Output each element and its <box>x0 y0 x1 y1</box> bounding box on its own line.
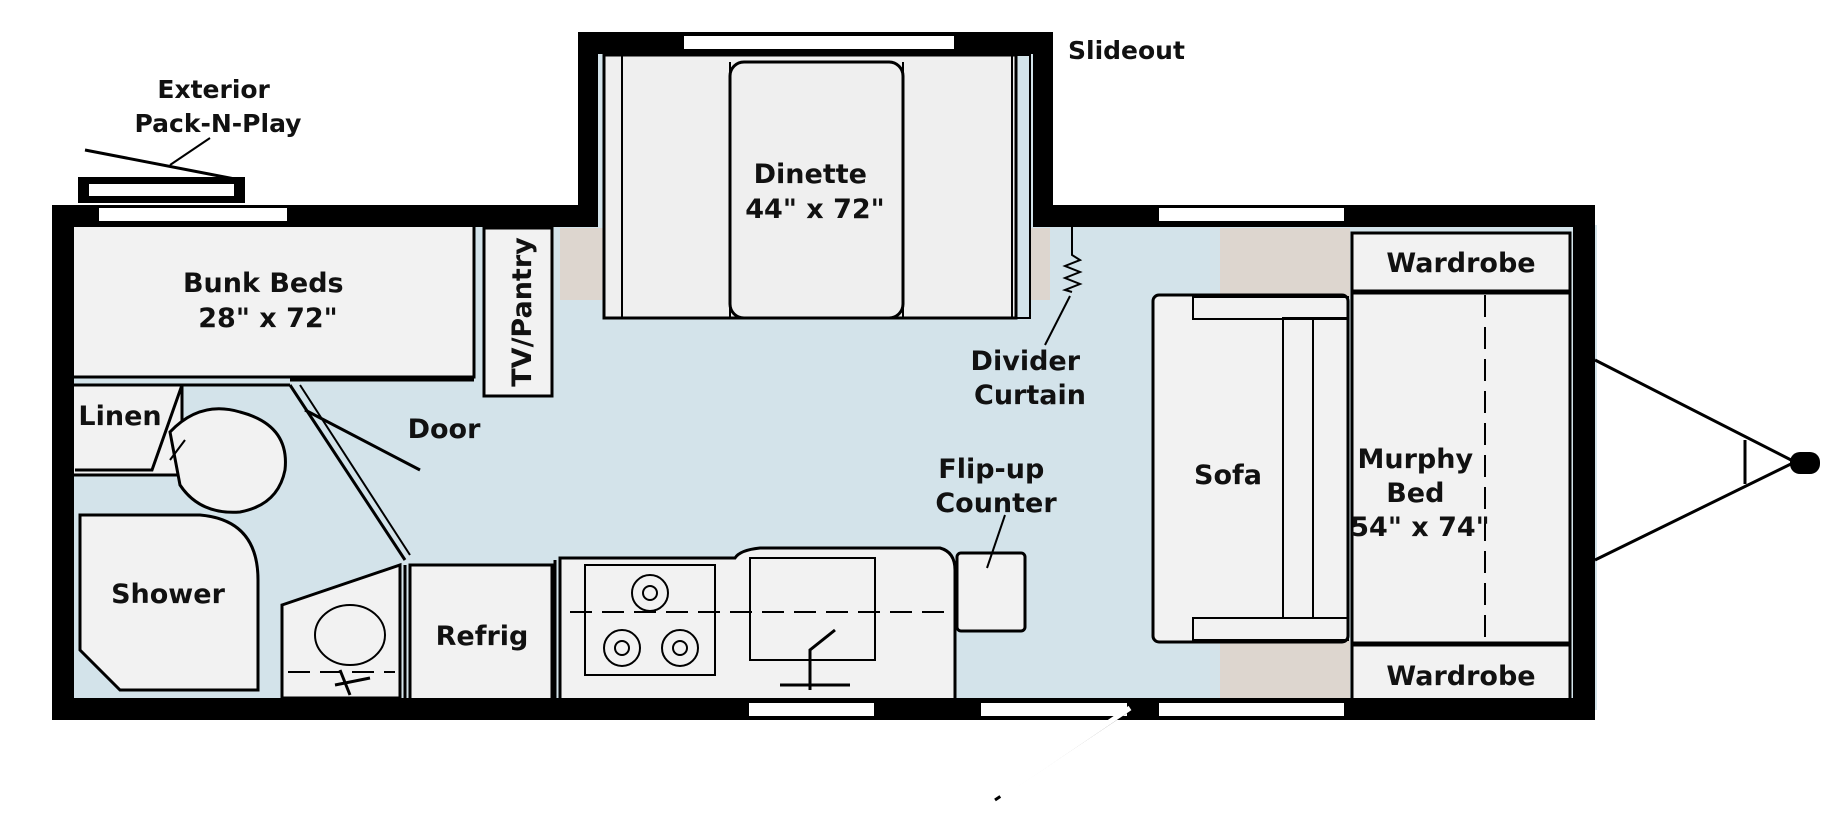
toilet <box>168 407 287 514</box>
tv-pantry-cabinet <box>482 226 554 398</box>
burner-icon <box>642 585 658 601</box>
burner-icon <box>614 640 630 656</box>
linen-label: Linen <box>78 401 161 432</box>
bathroom-sink <box>280 562 402 700</box>
hitch-tongue <box>1594 358 1820 562</box>
dinette-label: Dinette 44" x 72" <box>745 159 885 225</box>
entry-door <box>994 704 1136 802</box>
exterior-pack-n-play-hatch <box>78 148 245 203</box>
wardrobe-bottom <box>1350 643 1572 705</box>
pack-n-play-leader <box>169 137 211 166</box>
tv-pantry-label: TV/Pantry <box>507 237 538 387</box>
burner-icon <box>672 640 688 656</box>
exterior-pack-n-play-label: Exterior Pack-N-Play <box>135 75 302 138</box>
flip-up-counter-label: Flip-up Counter <box>935 454 1057 519</box>
kitchen-sink <box>749 557 876 661</box>
windows <box>97 34 1346 718</box>
flip-up-counter-leader <box>986 514 1006 569</box>
divider-curtain-label: Divider Curtain <box>971 346 1090 411</box>
door-label: Door <box>408 414 482 445</box>
flip-up-counter <box>955 551 1027 633</box>
wardrobe-top-label: Wardrobe <box>1386 248 1535 279</box>
bathroom-walls <box>75 378 557 705</box>
sofa-label: Sofa <box>1194 460 1262 491</box>
bathroom-door <box>304 408 421 472</box>
refrigerator <box>408 563 554 704</box>
burner-icon <box>661 629 699 667</box>
murphy-bed <box>1350 291 1572 645</box>
cabinets-tan <box>560 228 1350 708</box>
wardrobe-bottom-label: Wardrobe <box>1386 661 1535 692</box>
cooktop <box>584 564 716 676</box>
murphy-bed-label: Murphy Bed 54" x 74" <box>1350 444 1490 543</box>
wardrobe-top <box>1350 231 1572 293</box>
bunk-beds-label: Bunk Beds 28" x 72" <box>183 268 353 334</box>
shower <box>78 513 260 692</box>
divider-curtain <box>1044 227 1083 346</box>
dinette <box>602 53 1031 320</box>
refrig-label: Refrig <box>436 621 529 652</box>
shower-label: Shower <box>111 579 225 610</box>
slideout-label: Slideout <box>1068 36 1185 65</box>
faucet-icon <box>780 628 850 690</box>
bunk-beds <box>70 223 476 379</box>
burner-icon <box>603 629 641 667</box>
kitchen-counter <box>558 546 957 704</box>
sofa <box>1151 293 1350 644</box>
